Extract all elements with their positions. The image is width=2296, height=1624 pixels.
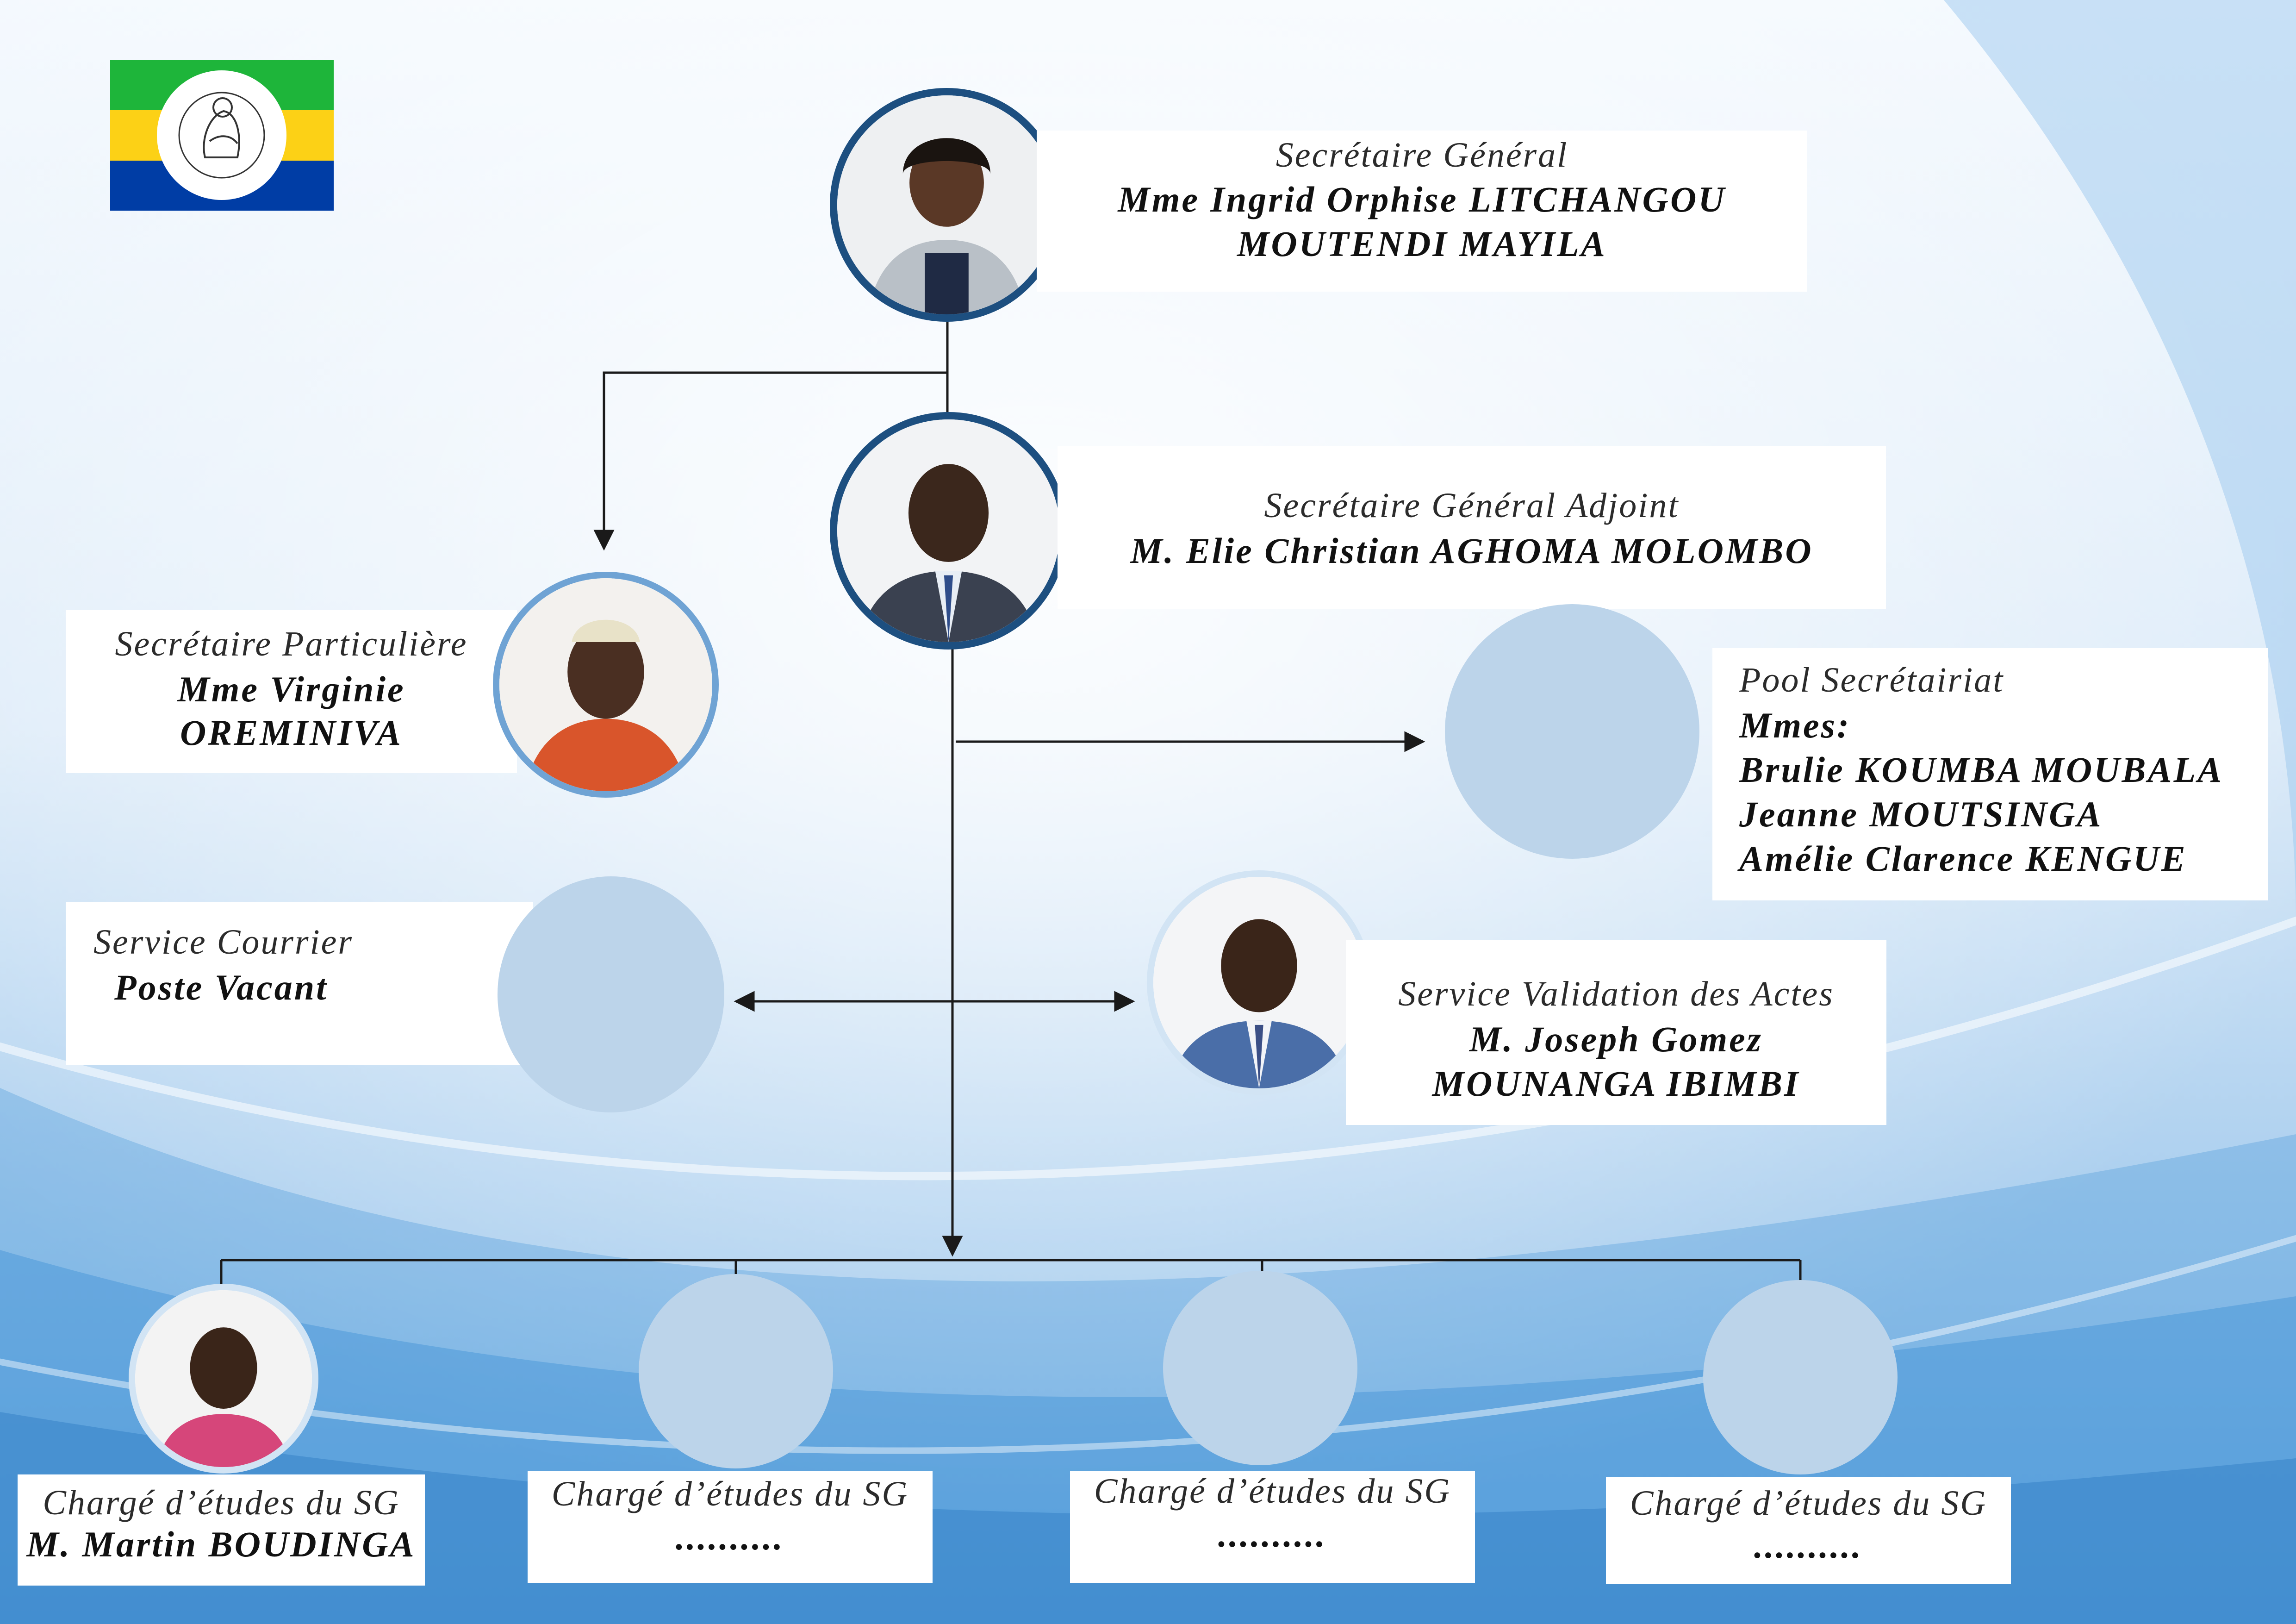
- charge-4-role: Chargé d’études du SG: [1630, 1484, 1987, 1523]
- sga-name: M. Elie Christian AGHOMA MOLOMBO: [1130, 531, 1813, 571]
- courrier-placeholder-circle: [498, 876, 724, 1112]
- validation-card: Service Validation des Actes M. Joseph G…: [1346, 940, 1886, 1125]
- pool-line-3: Amélie Clarence KENGUE: [1739, 838, 2187, 879]
- pool-role: Pool Secrétairiat: [1739, 661, 2004, 700]
- charge-1-card: Chargé d’études du SG M. Martin BOUDINGA: [18, 1474, 425, 1586]
- particuliere-name-line2: OREMINIVA: [180, 712, 403, 753]
- sga-card: Secrétaire Général Adjoint M. Elie Chris…: [1058, 446, 1886, 609]
- sg-name-line1: Mme Ingrid Orphise LITCHANGOU: [1118, 179, 1726, 219]
- charge-3-card: Chargé d’études du SG ..........: [1070, 1471, 1475, 1583]
- charge-1-role: Chargé d’études du SG: [43, 1483, 400, 1522]
- courrier-name: Poste Vacant: [114, 967, 328, 1007]
- courrier-card: Service Courrier Poste Vacant: [66, 902, 533, 1065]
- validation-name-line2: MOUNANGA IBIMBI: [1432, 1063, 1800, 1104]
- courrier-role: Service Courrier: [93, 923, 353, 962]
- pool-line-0: Mmes:: [1739, 705, 1851, 745]
- pool-line-2: Jeanne MOUTSINGA: [1739, 794, 2103, 834]
- charge-2-name: ..........: [676, 1517, 784, 1557]
- charge-3-role: Chargé d’études du SG: [1094, 1472, 1451, 1511]
- charge-4-placeholder-circle: [1703, 1280, 1898, 1474]
- particuliere-card: Secrétaire Particulière Mme Virginie ORE…: [66, 610, 517, 773]
- particuliere-photo: [493, 572, 719, 798]
- particuliere-name-line1: Mme Virginie: [177, 669, 405, 709]
- charge-1-name: M. Martin BOUDINGA: [26, 1524, 416, 1564]
- sga-role: Secrétaire Général Adjoint: [1264, 486, 1680, 525]
- sg-photo: [830, 88, 1064, 322]
- sg-name-line2: MOUTENDI MAYILA: [1237, 224, 1607, 264]
- charge-2-role: Chargé d’études du SG: [551, 1474, 909, 1513]
- particuliere-role: Secrétaire Particulière: [115, 625, 468, 663]
- sga-photo: [830, 412, 1067, 650]
- sg-card: Secrétaire Général Mme Ingrid Orphise LI…: [1037, 131, 1807, 292]
- validation-role: Service Validation des Actes: [1398, 974, 1834, 1013]
- charge-1-photo: [129, 1284, 318, 1474]
- sg-role: Secrétaire Général: [1276, 136, 1568, 175]
- charge-2-placeholder-circle: [639, 1274, 833, 1468]
- gabon-flag-logo: [110, 60, 334, 211]
- charge-4-card: Chargé d’études du SG ..........: [1606, 1477, 2011, 1584]
- charge-2-card: Chargé d’études du SG ..........: [528, 1471, 933, 1583]
- pool-card: Pool Secrétairiat Mmes: Brulie KOUMBA MO…: [1712, 648, 2268, 900]
- pool-line-1: Brulie KOUMBA MOUBALA: [1739, 750, 2224, 790]
- charge-4-name: ..........: [1754, 1525, 1863, 1566]
- validation-name-line1: M. Joseph Gomez: [1469, 1019, 1763, 1059]
- validation-photo: [1147, 870, 1371, 1095]
- pool-placeholder-circle: [1445, 604, 1699, 859]
- charge-3-placeholder-circle: [1163, 1271, 1357, 1465]
- charge-3-name: ..........: [1218, 1514, 1327, 1555]
